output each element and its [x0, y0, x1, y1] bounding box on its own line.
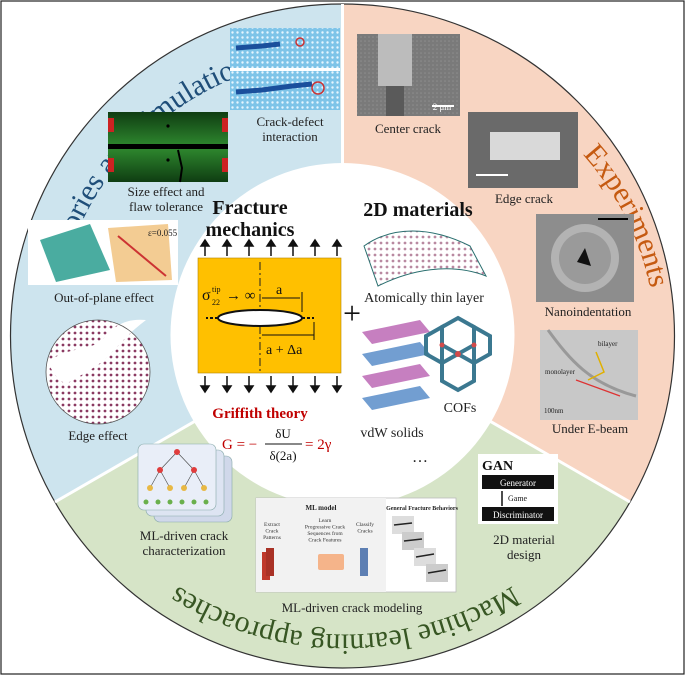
- svg-text:22: 22: [212, 298, 220, 307]
- edge-crack-image: [468, 112, 578, 188]
- a-label: a: [276, 283, 283, 298]
- svg-text:ML model: ML model: [306, 504, 337, 512]
- out-of-plane-label: Out-of-plane effect: [54, 290, 154, 305]
- svg-text:GAN: GAN: [482, 459, 513, 474]
- plus-sign: +: [343, 295, 361, 331]
- a-plus-label: a + Δa: [266, 343, 303, 358]
- tension-arrow: [243, 385, 255, 394]
- size-effect-image: [108, 112, 228, 183]
- tension-arrow: [265, 385, 277, 394]
- gan-diagram: GAN Generator Game Discriminator: [478, 454, 558, 524]
- tension-arrow: [309, 238, 321, 247]
- ml-modeling-label: ML-driven crack modeling: [282, 600, 423, 615]
- svg-text:δ(2a): δ(2a): [269, 448, 296, 463]
- tension-arrow: [199, 385, 211, 394]
- tension-arrow: [199, 238, 211, 247]
- tension-arrow: [331, 385, 343, 394]
- tension-arrow: [221, 385, 233, 394]
- svg-text:bilayer: bilayer: [598, 340, 618, 348]
- sigma-label: σ tip 22 → ∞: [202, 285, 255, 307]
- center-crack-image: [357, 34, 460, 116]
- tension-arrow: [309, 385, 321, 394]
- materials-title: 2D materials: [363, 199, 473, 221]
- crack-ellipse: [217, 309, 303, 327]
- svg-text:ε=0.055: ε=0.055: [148, 228, 178, 238]
- tension-arrow: [265, 238, 277, 247]
- tension-arrows-bottom: [199, 376, 343, 394]
- atomically-thin-label: Atomically thin layer: [364, 291, 484, 306]
- cofs-image: [424, 315, 492, 393]
- svg-text:Game: Game: [508, 494, 528, 503]
- edge-crack-label: Edge crack: [495, 191, 554, 206]
- ellipsis: …: [412, 449, 428, 466]
- tension-arrow: [243, 238, 255, 247]
- griffith-equation: G = − δU δ(2a) = 2γ: [222, 426, 332, 463]
- svg-text:monolayer: monolayer: [545, 368, 576, 376]
- tension-arrows-top: [199, 238, 343, 256]
- svg-text:= 2γ: = 2γ: [305, 437, 332, 453]
- out-of-plane-image: ε=0.055: [28, 220, 178, 285]
- edge-effect-image: [45, 319, 151, 425]
- nanoindentation-image: [536, 214, 634, 302]
- cofs-label: COFs: [444, 401, 477, 416]
- tension-arrow: [287, 238, 299, 247]
- svg-text:Generator: Generator: [500, 478, 536, 488]
- svg-text:Discriminator: Discriminator: [493, 510, 543, 520]
- scale-bar-label: 2 μm: [433, 102, 452, 112]
- svg-text:tip: tip: [212, 285, 220, 294]
- nanoindentation-label: Nanoindentation: [545, 304, 632, 319]
- svg-text:→ ∞: → ∞: [226, 288, 255, 304]
- edge-effect-label: Edge effect: [68, 428, 128, 443]
- griffith-title: Griffith theory: [212, 406, 308, 422]
- vdw-solids-image: [362, 320, 430, 410]
- svg-text:δU: δU: [275, 426, 291, 441]
- svg-text:G = −: G = −: [222, 437, 257, 453]
- tension-arrow: [221, 238, 233, 247]
- tension-arrow: [287, 385, 299, 394]
- center-crack-label: Center crack: [375, 121, 442, 136]
- tension-arrow: [331, 238, 343, 247]
- under-ebeam-label: Under E-beam: [552, 421, 628, 436]
- graphene-sheet-image: [363, 230, 488, 287]
- crack-defect-image: [230, 28, 340, 110]
- svg-text:σ: σ: [202, 287, 211, 304]
- svg-text:100nm: 100nm: [544, 407, 564, 415]
- ml-characterization-image: [137, 443, 233, 523]
- svg-text:General Fracture Behaviors: General Fracture Behaviors: [386, 506, 459, 512]
- ebeam-image: bilayer monolayer 100nm: [540, 329, 638, 420]
- vdw-label: vdW solids: [360, 426, 423, 441]
